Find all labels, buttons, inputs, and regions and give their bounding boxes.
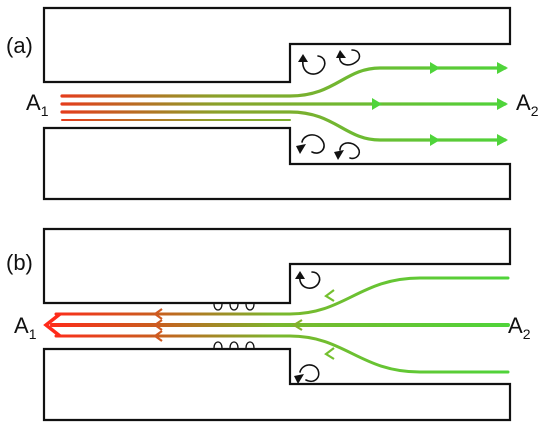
vortex-arrowhead-icon — [295, 271, 305, 279]
panel-a-streamline-top — [60, 66, 507, 98]
panel-a-label: (a) — [6, 33, 33, 58]
panel-b-streamline-top — [54, 276, 510, 316]
panel-b-wall-eddies — [213, 303, 255, 349]
vortex-arrow-icon — [301, 134, 325, 154]
panel-b: (b) — [6, 227, 531, 422]
panel-b-chevrons — [153, 289, 335, 360]
vortex-arrow-icon — [339, 142, 361, 160]
panel-b-chevron — [153, 319, 163, 331]
panel-b-chevron — [153, 330, 163, 342]
panel-a-vortices-top — [298, 49, 361, 75]
vortex-arrowhead-icon — [296, 144, 306, 154]
panel-a-arrowhead — [497, 98, 508, 110]
vortex-arrow-icon — [338, 49, 361, 66]
vortex-arrowhead-icon — [336, 50, 346, 58]
panel-a-bottom-wall — [42, 126, 512, 201]
vortex-arrow-icon — [299, 364, 320, 383]
panel-b-chevron — [291, 319, 303, 331]
vortex-arrowhead-icon — [294, 374, 304, 384]
panel-b-vortices — [294, 271, 321, 384]
panel-b-chevron — [324, 289, 335, 302]
panel-b-label: (b) — [6, 250, 33, 275]
panel-a-arrowhead — [430, 62, 440, 74]
panel-b-outlet-arrow-icon — [43, 312, 62, 338]
panel-b-inlet-label: A2 — [508, 313, 531, 342]
panel-b-chevron — [324, 347, 335, 360]
vortex-arrow-icon — [302, 55, 326, 75]
eddy-icon — [229, 341, 239, 349]
eddy-icon — [213, 341, 223, 349]
eddy-icon — [229, 303, 239, 311]
panel-a-arrowhead — [497, 62, 508, 74]
eddy-icon — [213, 303, 223, 311]
panel-a-arrowhead — [497, 134, 508, 146]
panel-a-outlet-label: A2 — [516, 90, 539, 119]
vortex-arrow-icon — [299, 271, 321, 289]
panel-b-chevron — [153, 308, 163, 320]
panel-a-streamline-lower — [60, 110, 507, 142]
panel-b-bottom-wall — [42, 347, 512, 422]
eddy-icon — [245, 303, 255, 311]
panel-b-outlet-label: A1 — [14, 313, 37, 342]
panel-a-arrowhead — [372, 98, 382, 110]
panel-a-top-wall — [42, 6, 512, 84]
panel-a-streamlines — [60, 66, 507, 142]
vortex-arrowhead-icon — [334, 150, 344, 160]
panel-a-inlet-label: A1 — [26, 90, 49, 119]
eddy-icon — [245, 341, 255, 349]
panel-b-streamline-lower — [54, 334, 510, 374]
vortex-arrowhead-icon — [298, 54, 308, 62]
panel-a: (a) — [6, 6, 539, 201]
panel-a-vortices-bottom — [296, 134, 361, 160]
panel-a-arrowhead — [430, 134, 440, 146]
panel-b-streamlines — [50, 276, 510, 374]
panel-a-arrowheads — [372, 62, 508, 146]
panel-b-top-wall — [42, 227, 512, 305]
